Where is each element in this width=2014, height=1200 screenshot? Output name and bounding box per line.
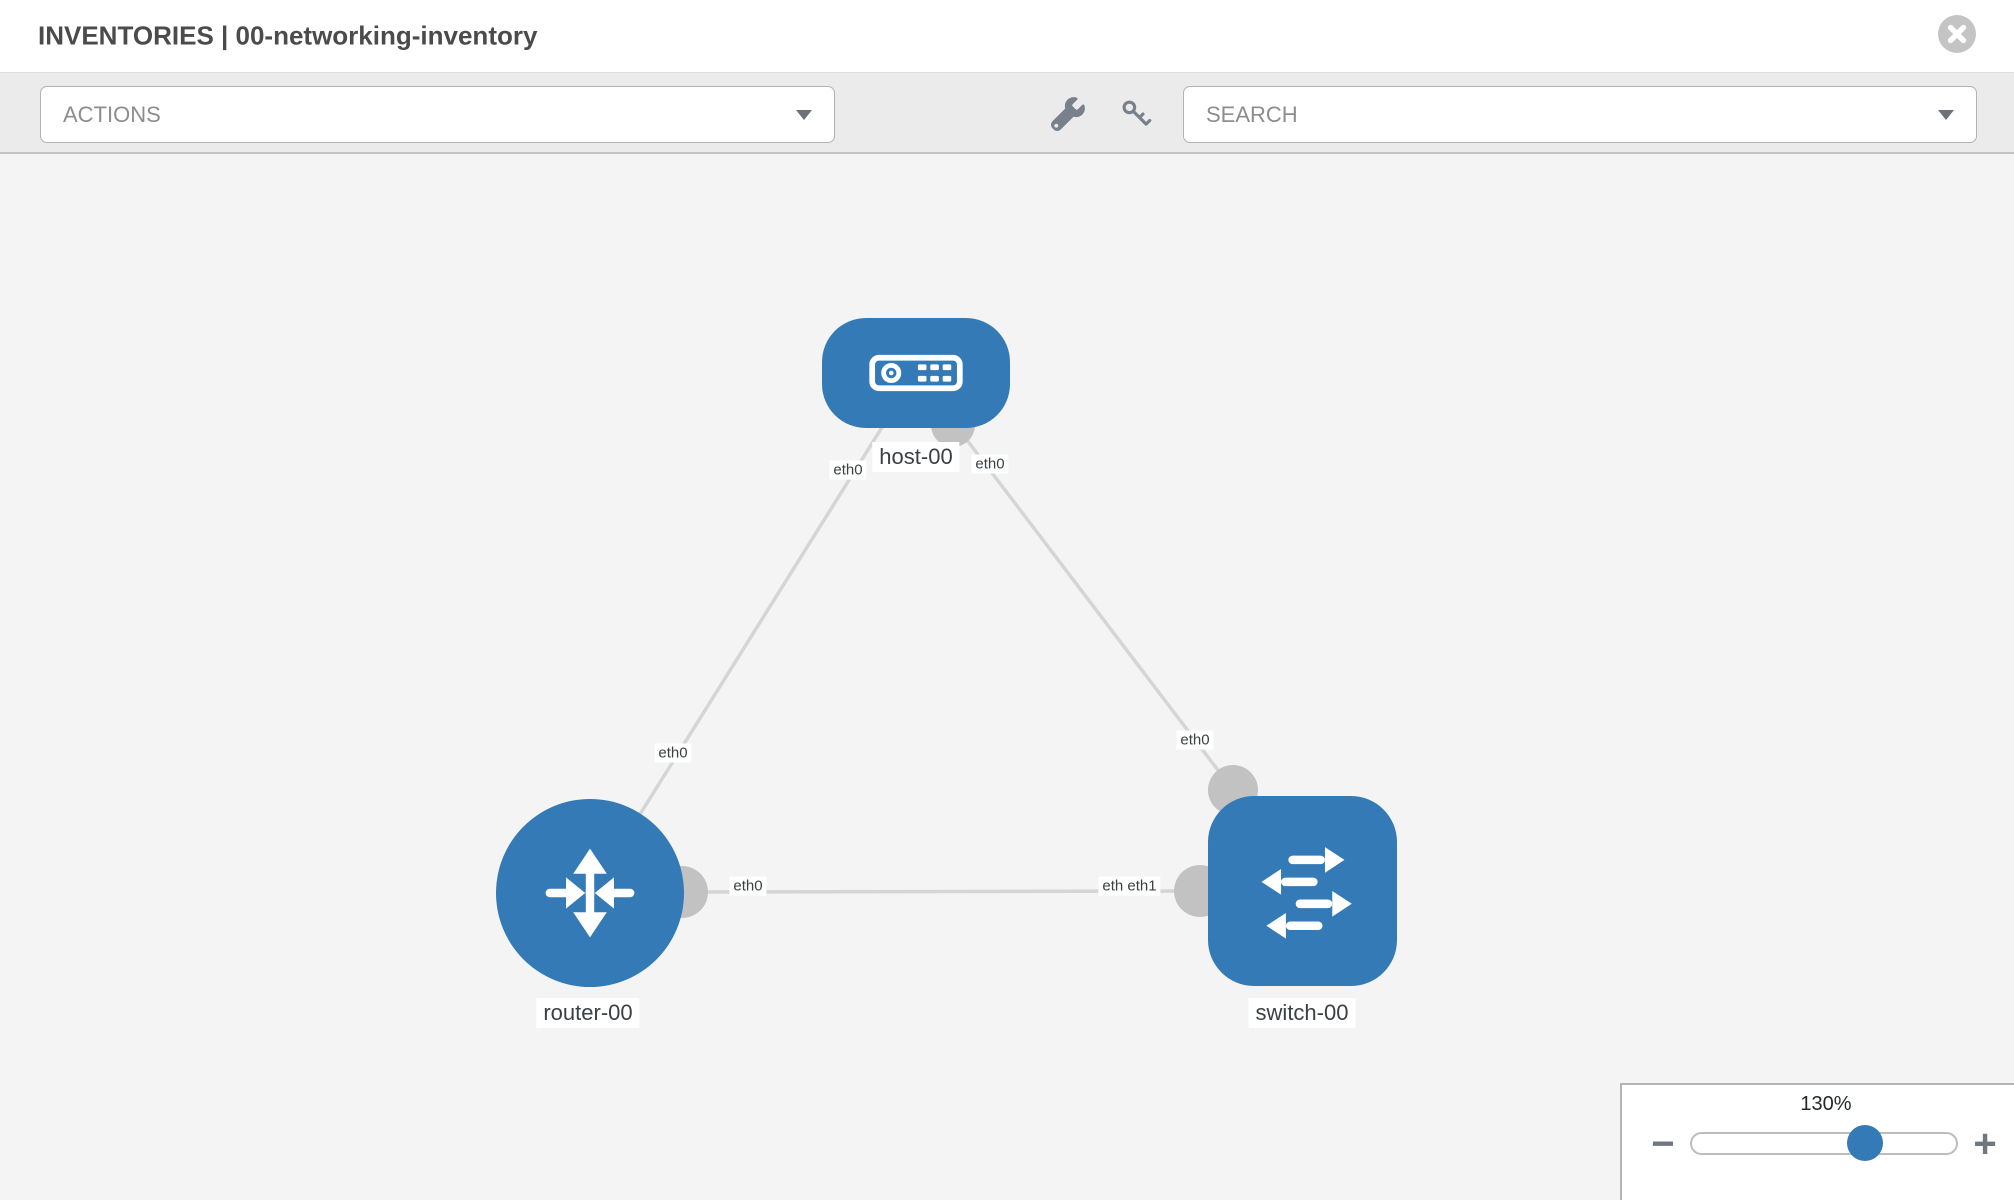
- zoom-slider-knob[interactable]: [1847, 1125, 1883, 1161]
- interface-label-link-right: eth0: [1176, 730, 1214, 750]
- node-router-00[interactable]: [496, 799, 684, 987]
- search-select[interactable]: SEARCH: [1183, 86, 1977, 143]
- node-switch-00[interactable]: [1208, 796, 1397, 986]
- topology-canvas[interactable]: host-00 router-00 switch-00 eth0 eth0 et…: [0, 154, 2014, 1200]
- zoom-in-button[interactable]: +: [1973, 1122, 1997, 1166]
- interface-label-router-right: eth0: [729, 876, 767, 896]
- node-label-host: host-00: [872, 442, 960, 472]
- actions-select-label: ACTIONS: [63, 101, 161, 127]
- interface-label-switch-left: eth1: [1123, 876, 1161, 896]
- host-server-icon: [869, 354, 963, 392]
- router-icon: [545, 848, 635, 938]
- switch-icon: [1261, 847, 1352, 939]
- close-button[interactable]: [1938, 15, 1976, 53]
- node-label-router: router-00: [536, 998, 640, 1028]
- interface-label-host-right: eth0: [971, 454, 1009, 474]
- zoom-slider-track[interactable]: [1690, 1132, 1958, 1155]
- actions-select[interactable]: ACTIONS: [40, 86, 835, 143]
- interface-label-link-left: eth0: [654, 743, 692, 763]
- interface-label-host-left: eth0: [829, 460, 867, 480]
- caret-down-icon: [1938, 109, 1954, 120]
- zoom-out-button[interactable]: −: [1651, 1122, 1675, 1166]
- credentials-button[interactable]: [1111, 89, 1161, 139]
- key-icon: [1122, 100, 1152, 126]
- search-select-label: SEARCH: [1206, 101, 1298, 127]
- tools-button[interactable]: [1043, 89, 1093, 139]
- link-host-switch[interactable]: [914, 371, 1235, 792]
- header: INVENTORIES | 00-networking-inventory: [0, 0, 2014, 72]
- wrench-icon: [1051, 97, 1085, 131]
- links-layer: [590, 371, 1235, 894]
- link-router-host[interactable]: [590, 372, 918, 892]
- zoom-panel: 130% − +: [1620, 1083, 2014, 1200]
- node-label-switch: switch-00: [1248, 998, 1356, 1028]
- node-host-00[interactable]: [822, 318, 1010, 428]
- page-title: INVENTORIES | 00-networking-inventory: [38, 20, 538, 51]
- close-icon: [1947, 24, 1967, 44]
- zoom-level-value: 130%: [1800, 1093, 1852, 1115]
- toolbar: ACTIONS SEARCH: [0, 72, 2014, 154]
- caret-down-icon: [796, 109, 812, 120]
